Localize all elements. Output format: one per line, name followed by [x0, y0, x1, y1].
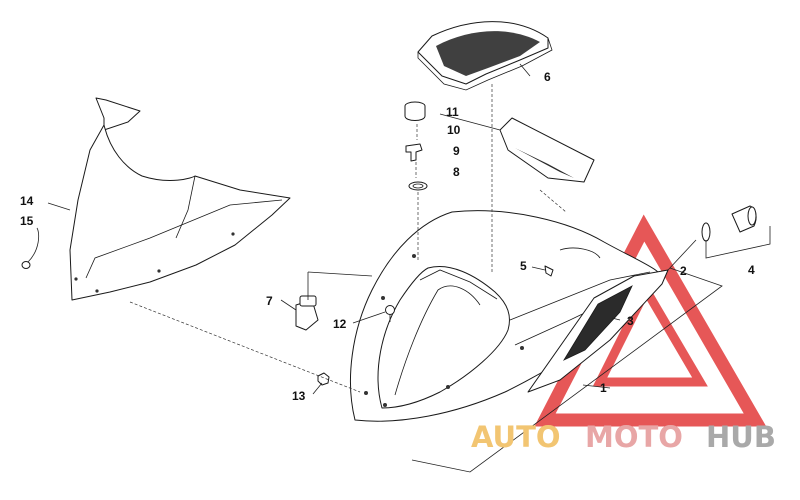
socket-part [295, 295, 319, 331]
callout-13: 13 [292, 389, 306, 403]
callout-labels: 1 2 3 4 5 6 7 8 9 10 11 12 13 14 15 [20, 70, 755, 403]
callout-2: 2 [680, 264, 687, 278]
callout-7: 7 [266, 294, 273, 308]
callout-15: 15 [20, 214, 34, 228]
plug-part [701, 205, 757, 242]
callout-5: 5 [520, 259, 527, 273]
callout-9: 9 [453, 144, 460, 158]
ring-part [404, 101, 426, 121]
callout-6: 6 [544, 70, 551, 84]
windshield-part [69, 97, 291, 301]
watermark-moto-text: MOTO [585, 420, 683, 454]
watermark-auto-text: AUTO [471, 420, 561, 454]
key-part [405, 143, 423, 162]
watermark-logo: AUTO MOTO HUB [471, 420, 776, 454]
callout-12: 12 [333, 317, 347, 331]
callout-8: 8 [453, 165, 460, 179]
leader-lines [47, 63, 771, 473]
screw-part [21, 227, 40, 269]
watermark-hub-text: HUB [706, 420, 776, 454]
callout-10: 10 [447, 123, 461, 137]
callout-14: 14 [20, 194, 34, 208]
callout-1: 1 [600, 381, 607, 395]
nut-part [317, 372, 330, 386]
mesh-tray-part [417, 21, 553, 91]
side-panel-part [527, 269, 669, 393]
front-fairing-part [350, 210, 664, 422]
bracket-part [499, 117, 595, 183]
callout-4: 4 [748, 263, 755, 277]
bolt-part [385, 305, 395, 322]
small-screw-part [544, 265, 554, 277]
callout-3: 3 [627, 314, 634, 328]
callout-11: 11 [446, 105, 459, 119]
ring-part-lower [408, 181, 428, 191]
